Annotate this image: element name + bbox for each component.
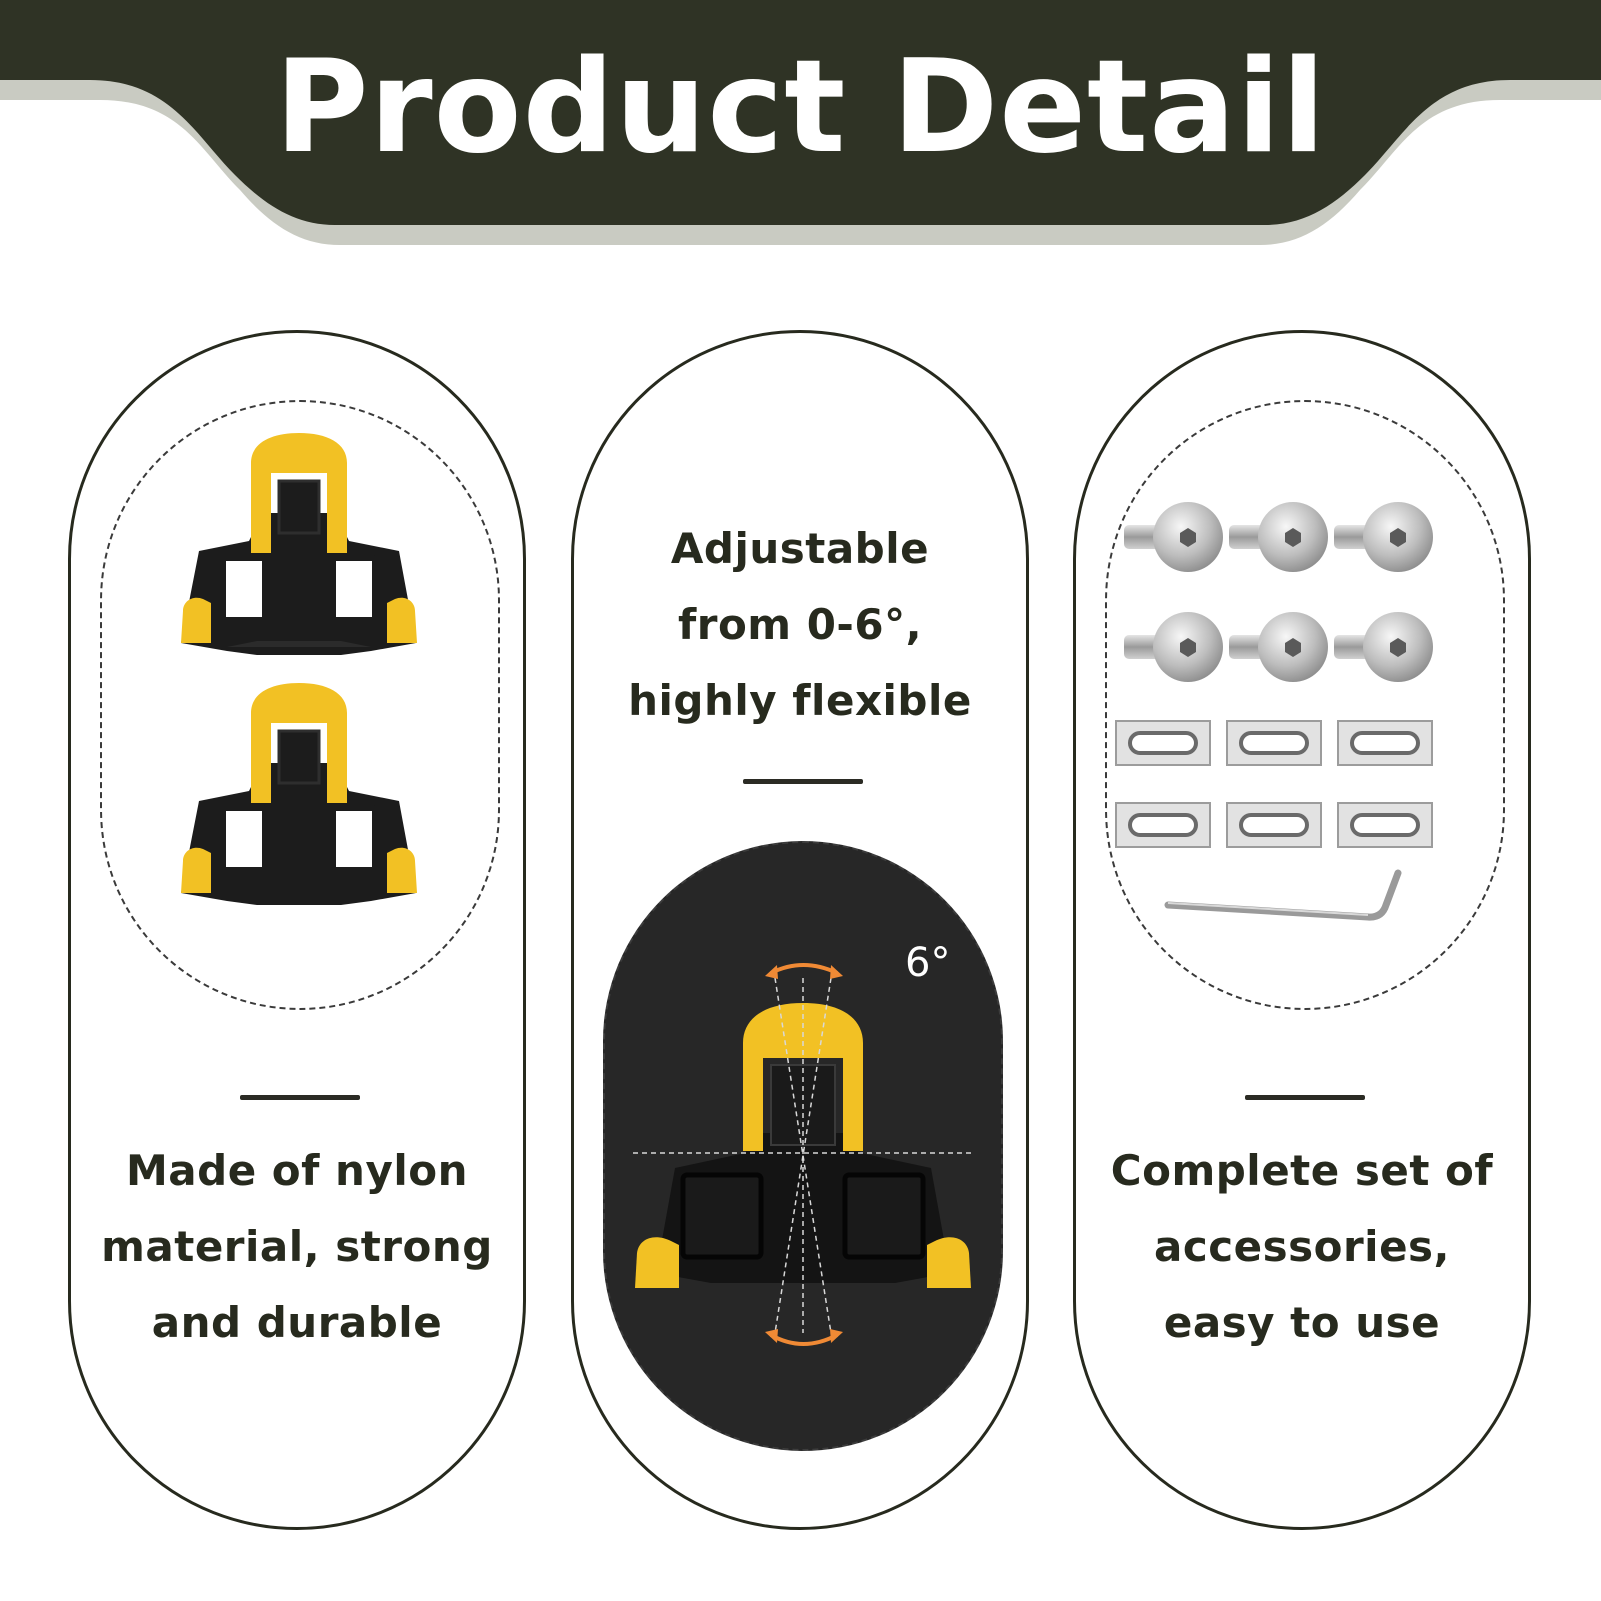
washer-icon bbox=[1226, 720, 1322, 766]
screw-icon bbox=[1124, 612, 1223, 682]
image-frame bbox=[100, 400, 500, 1010]
screw-icon bbox=[1334, 502, 1433, 572]
washer-icon bbox=[1337, 802, 1433, 848]
caption-line: highly flexible bbox=[628, 676, 972, 725]
caption-line: Adjustable bbox=[670, 524, 930, 573]
rotate-arrow-icon bbox=[765, 963, 843, 979]
washer-icon bbox=[1226, 802, 1322, 848]
feature-panel-accessories: Complete set of accessories, easy to use bbox=[1073, 330, 1531, 1530]
image-frame bbox=[1105, 400, 1505, 1010]
caption-line: and durable bbox=[151, 1298, 443, 1347]
feature-panel-material: Made of nylon material, strong and durab… bbox=[68, 330, 526, 1530]
feature-caption: Adjustable from 0-6°, highly flexible bbox=[584, 511, 1016, 739]
screw-icon bbox=[1334, 612, 1433, 682]
cleat-icon bbox=[181, 683, 417, 905]
washer-icon bbox=[1337, 720, 1433, 766]
caption-line: Complete set of bbox=[1110, 1146, 1494, 1195]
feature-caption: Made of nylon material, strong and durab… bbox=[81, 1133, 513, 1361]
page-title: Product Detail bbox=[274, 33, 1327, 182]
washer-icon bbox=[1115, 802, 1211, 848]
cleat-angle-diagram bbox=[633, 963, 975, 1346]
screw-icon bbox=[1124, 502, 1223, 572]
feature-panel-adjustable: Adjustable from 0-6°, highly flexible 6° bbox=[571, 330, 1029, 1530]
caption-line: accessories, bbox=[1153, 1222, 1451, 1271]
hex-key-icon bbox=[1164, 869, 1402, 921]
screw-icon bbox=[1229, 612, 1328, 682]
angle-illustration: 6° bbox=[603, 841, 1003, 1451]
accessories-set bbox=[1115, 502, 1433, 921]
cleat-icon bbox=[181, 433, 417, 655]
divider bbox=[240, 1095, 360, 1100]
caption-line: material, strong bbox=[101, 1222, 493, 1271]
caption-line: easy to use bbox=[1163, 1298, 1441, 1347]
angle-label: 6° bbox=[905, 940, 951, 986]
washer-icon bbox=[1115, 720, 1211, 766]
header-band bbox=[0, 0, 1601, 245]
caption-line: from 0-6°, bbox=[677, 600, 923, 649]
feature-caption: Complete set of accessories, easy to use bbox=[1086, 1133, 1518, 1361]
caption-line: Made of nylon bbox=[126, 1146, 468, 1195]
rotate-arrow-icon bbox=[765, 1329, 843, 1346]
screw-icon bbox=[1229, 502, 1328, 572]
divider bbox=[1245, 1095, 1365, 1100]
divider bbox=[743, 779, 863, 784]
